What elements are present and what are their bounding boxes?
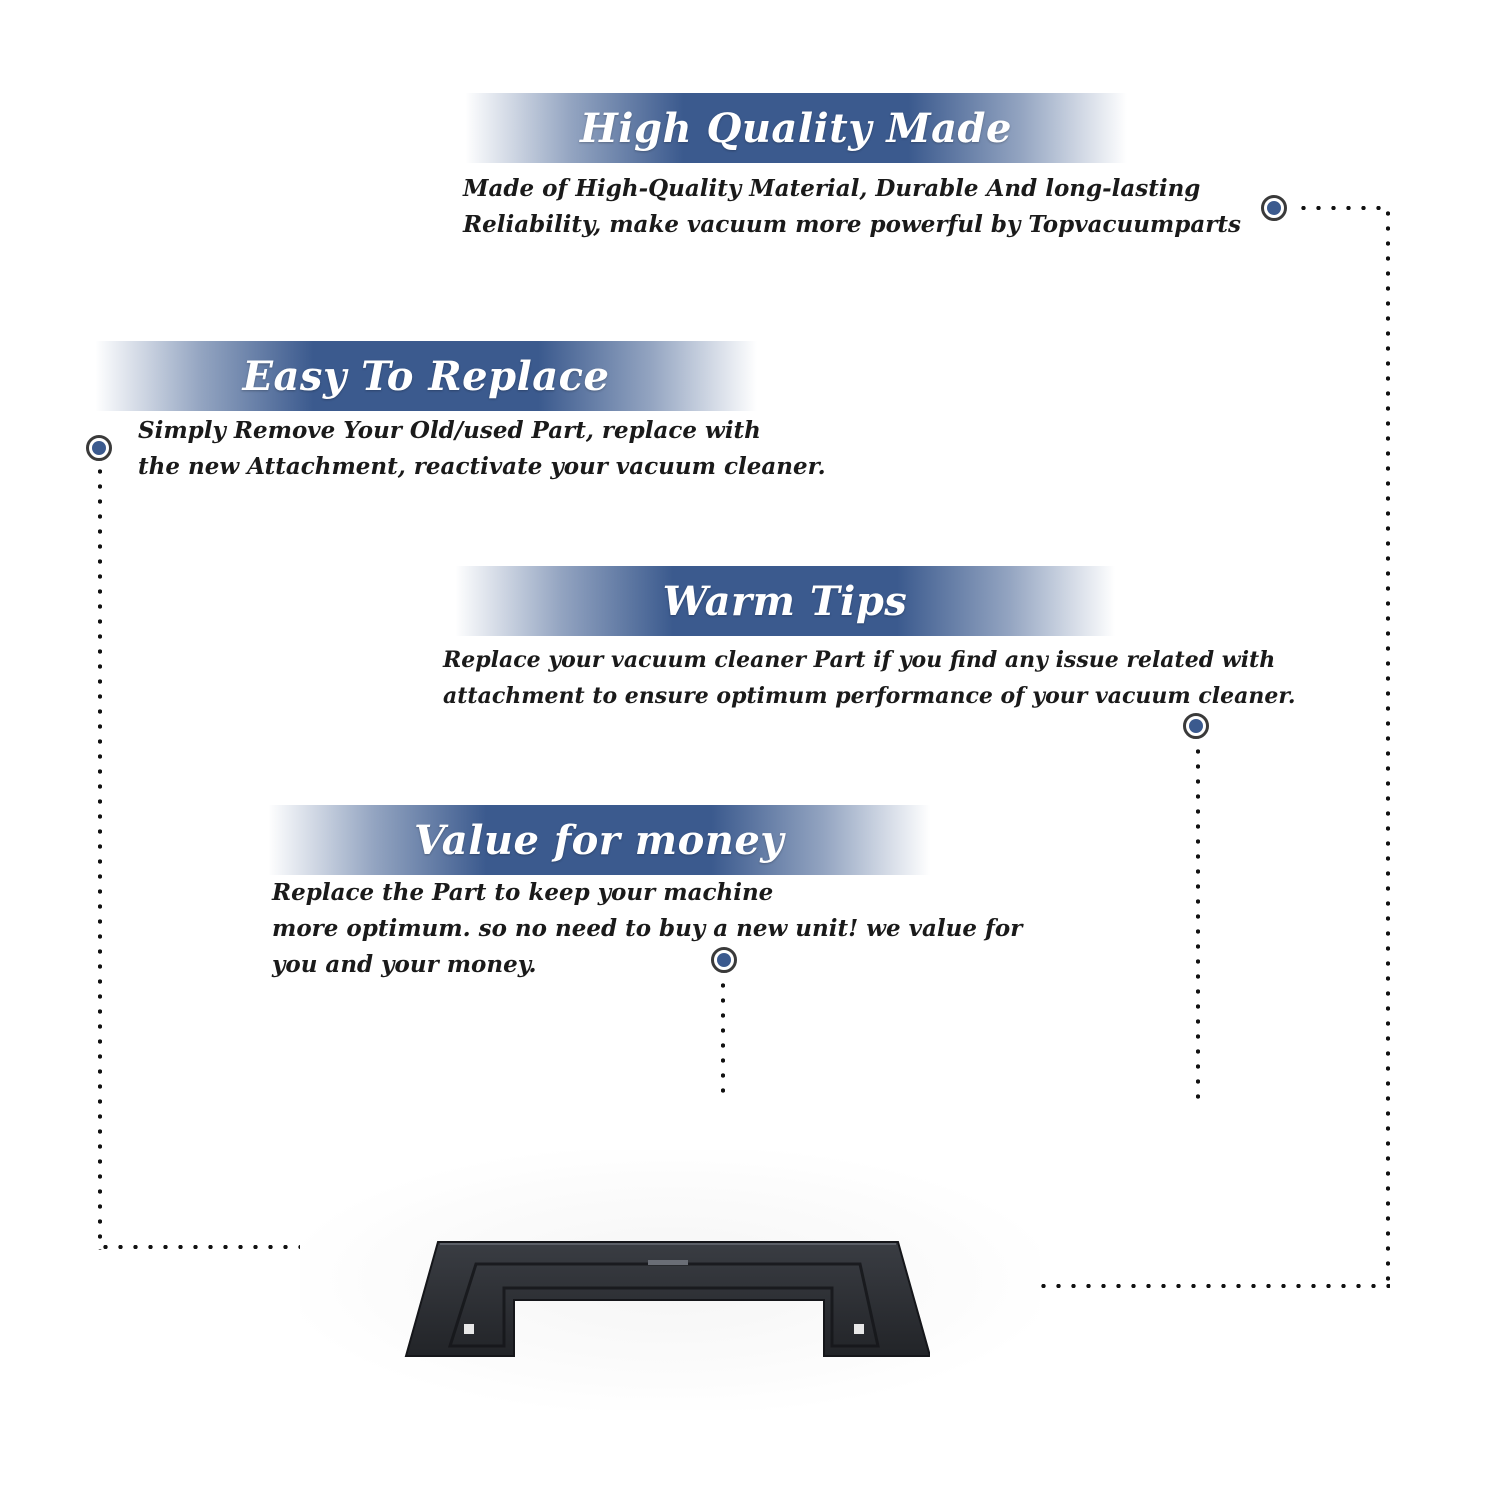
connector-right-vertical bbox=[1386, 206, 1390, 1290]
section-description-warm-tips: Replace your vacuum cleaner Part if you … bbox=[443, 642, 1296, 714]
product-image bbox=[300, 1150, 1040, 1410]
description-line: Made of High-Quality Material, Durable A… bbox=[463, 175, 1201, 202]
description-line: the new Attachment, reactivate your vacu… bbox=[138, 453, 826, 480]
description-line: attachment to ensure optimum performance… bbox=[443, 683, 1296, 709]
section-description-easy-to-replace: Simply Remove Your Old/used Part, replac… bbox=[138, 413, 826, 485]
description-line: Simply Remove Your Old/used Part, replac… bbox=[138, 417, 761, 444]
marker-value-for-money-icon bbox=[711, 947, 737, 973]
banner-high-quality-made: High Quality Made bbox=[465, 93, 1127, 163]
connector-top-right-horizontal bbox=[1296, 206, 1390, 210]
section-description-value-for-money: Replace the Part to keep your machine mo… bbox=[272, 875, 1022, 983]
description-line: Replace your vacuum cleaner Part if you … bbox=[443, 647, 1276, 673]
connector-bottom-right-horizontal bbox=[1036, 1284, 1390, 1288]
marker-high-quality-made-icon bbox=[1261, 195, 1287, 221]
description-line: you and your money. bbox=[272, 951, 537, 978]
marker-warm-tips-icon bbox=[1183, 713, 1209, 739]
section-title-easy-to-replace: Easy To Replace bbox=[242, 352, 610, 400]
description-line: Reliability, make vacuum more powerful b… bbox=[463, 211, 1241, 238]
connector-warm-tips-vertical bbox=[1196, 744, 1200, 1108]
vacuum-attachment-frame-icon bbox=[404, 1241, 930, 1357]
description-line: Replace the Part to keep your machine bbox=[272, 879, 774, 906]
banner-easy-to-replace: Easy To Replace bbox=[95, 341, 757, 411]
banner-warm-tips: Warm Tips bbox=[455, 566, 1115, 636]
section-title-high-quality-made: High Quality Made bbox=[580, 104, 1012, 152]
connector-bottom-left-horizontal bbox=[98, 1245, 300, 1249]
description-line: more optimum. so no need to buy a new un… bbox=[272, 915, 1023, 942]
connector-value-vertical bbox=[721, 978, 725, 1094]
section-description-high-quality-made: Made of High-Quality Material, Durable A… bbox=[463, 171, 1241, 243]
marker-easy-to-replace-icon bbox=[86, 435, 112, 461]
section-title-value-for-money: Value for money bbox=[413, 816, 785, 864]
banner-value-for-money: Value for money bbox=[268, 805, 930, 875]
connector-left-vertical bbox=[98, 464, 102, 1250]
section-title-warm-tips: Warm Tips bbox=[662, 577, 908, 625]
